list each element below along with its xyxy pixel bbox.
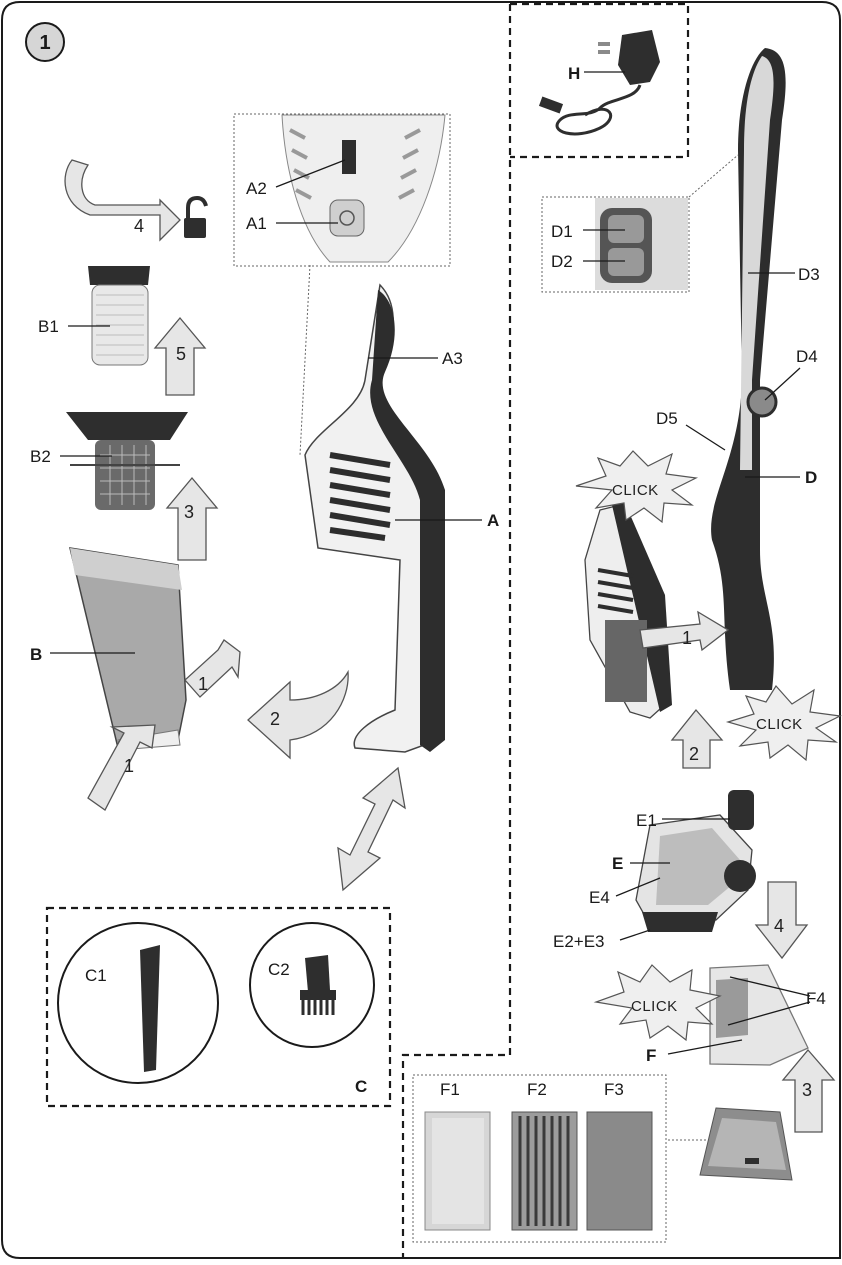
step-3-left: 3 [184, 502, 194, 522]
filter-B1: B1 [38, 266, 150, 366]
up-arrow-step-3-left: 3 [165, 476, 219, 561]
mop-pads-panel: F1 F2 F3 [412, 1074, 667, 1243]
rotate-arrow-step-4: 4 [64, 159, 208, 242]
step-1-left-upper: 1 [198, 674, 208, 694]
figure-number: 1 [39, 32, 50, 54]
charger-panel: H [510, 2, 690, 159]
curved-arrow-step-2: 2 [247, 669, 349, 760]
mop-holder-F: F4 F [646, 964, 826, 1066]
handheld-inserting [584, 503, 672, 719]
pad-F1 [424, 1111, 491, 1231]
label-A1: A1 [246, 214, 267, 233]
brush-tool-C2 [300, 955, 336, 1015]
label-D3: D3 [798, 265, 820, 284]
label-D4: D4 [796, 347, 818, 366]
step-2-right: 2 [689, 744, 699, 764]
panel-divider [401, 4, 512, 1258]
pad-F3 [586, 1111, 653, 1231]
label-F3: F3 [604, 1080, 624, 1099]
down-arrow-step-4-right: 4 [754, 881, 809, 960]
step-1-left-lower: 1 [124, 756, 134, 776]
label-F: F [646, 1046, 656, 1065]
dust-container-B: B [30, 547, 187, 751]
label-D5: D5 [656, 409, 678, 428]
label-E4: E4 [589, 888, 610, 907]
up-arrow-step-3-right: 3 [781, 1048, 836, 1133]
label-E1: E1 [636, 811, 657, 830]
label-A3: A3 [442, 349, 463, 368]
label-C: C [355, 1077, 367, 1096]
label-A: A [487, 511, 499, 530]
label-F2: F2 [527, 1080, 547, 1099]
click-burst-mop: CLICK [593, 964, 722, 1042]
pad-F2 [511, 1111, 578, 1231]
floor-nozzle-E: E1 E E4 E2+E3 [553, 790, 756, 951]
click-burst-upper: CLICK [575, 450, 699, 524]
label-F4: F4 [806, 989, 826, 1008]
click-burst-lower: CLICK [725, 685, 842, 762]
click-text-upper: CLICK [612, 482, 659, 499]
label-C2: C2 [268, 960, 290, 979]
label-F1: F1 [440, 1080, 460, 1099]
step-3-right: 3 [802, 1080, 812, 1100]
label-B2: B2 [30, 447, 51, 466]
unlock-icon [184, 195, 208, 238]
detail-A1-A2: A2 A1 [233, 113, 451, 456]
label-A2: A2 [246, 179, 267, 198]
figure-number-badge: 1 [25, 22, 65, 62]
label-E2E3: E2+E3 [553, 932, 605, 951]
up-arrow-step-5: 5 [153, 316, 207, 396]
insert-arrow-right-step-1: 1 [639, 610, 730, 652]
click-text-lower: CLICK [756, 716, 803, 733]
label-B: B [30, 645, 42, 664]
accessories-panel-C: C1 C2 C [45, 906, 392, 1108]
mop-pad-attach [668, 1107, 793, 1181]
step-4-right: 4 [774, 916, 784, 936]
label-D: D [805, 468, 817, 487]
insert-arrow-B-lower: 1 [87, 724, 156, 811]
click-text-mop: CLICK [631, 998, 678, 1015]
label-D2: D2 [551, 252, 573, 271]
label-B1: B1 [38, 317, 59, 336]
step-1-right: 1 [682, 628, 692, 648]
double-arrow-accessories [337, 766, 406, 892]
stick-body-D: D3 D4 D5 D [656, 48, 820, 690]
label-D1: D1 [551, 222, 573, 241]
label-H: H [568, 64, 580, 83]
step-5: 5 [176, 344, 186, 364]
basket-B2: B2 [30, 412, 188, 510]
label-C1: C1 [85, 966, 107, 985]
step-4-left: 4 [134, 216, 144, 236]
label-E: E [612, 854, 623, 873]
up-arrow-step-2-right: 2 [670, 708, 724, 769]
step-2-left: 2 [270, 709, 280, 729]
insert-arrow-B-upper: 1 [184, 639, 241, 698]
detail-D1-D2: D1 D2 [541, 154, 739, 293]
crevice-tool-C1 [140, 945, 160, 1072]
handheld-unit-A: A3 A [304, 283, 499, 753]
